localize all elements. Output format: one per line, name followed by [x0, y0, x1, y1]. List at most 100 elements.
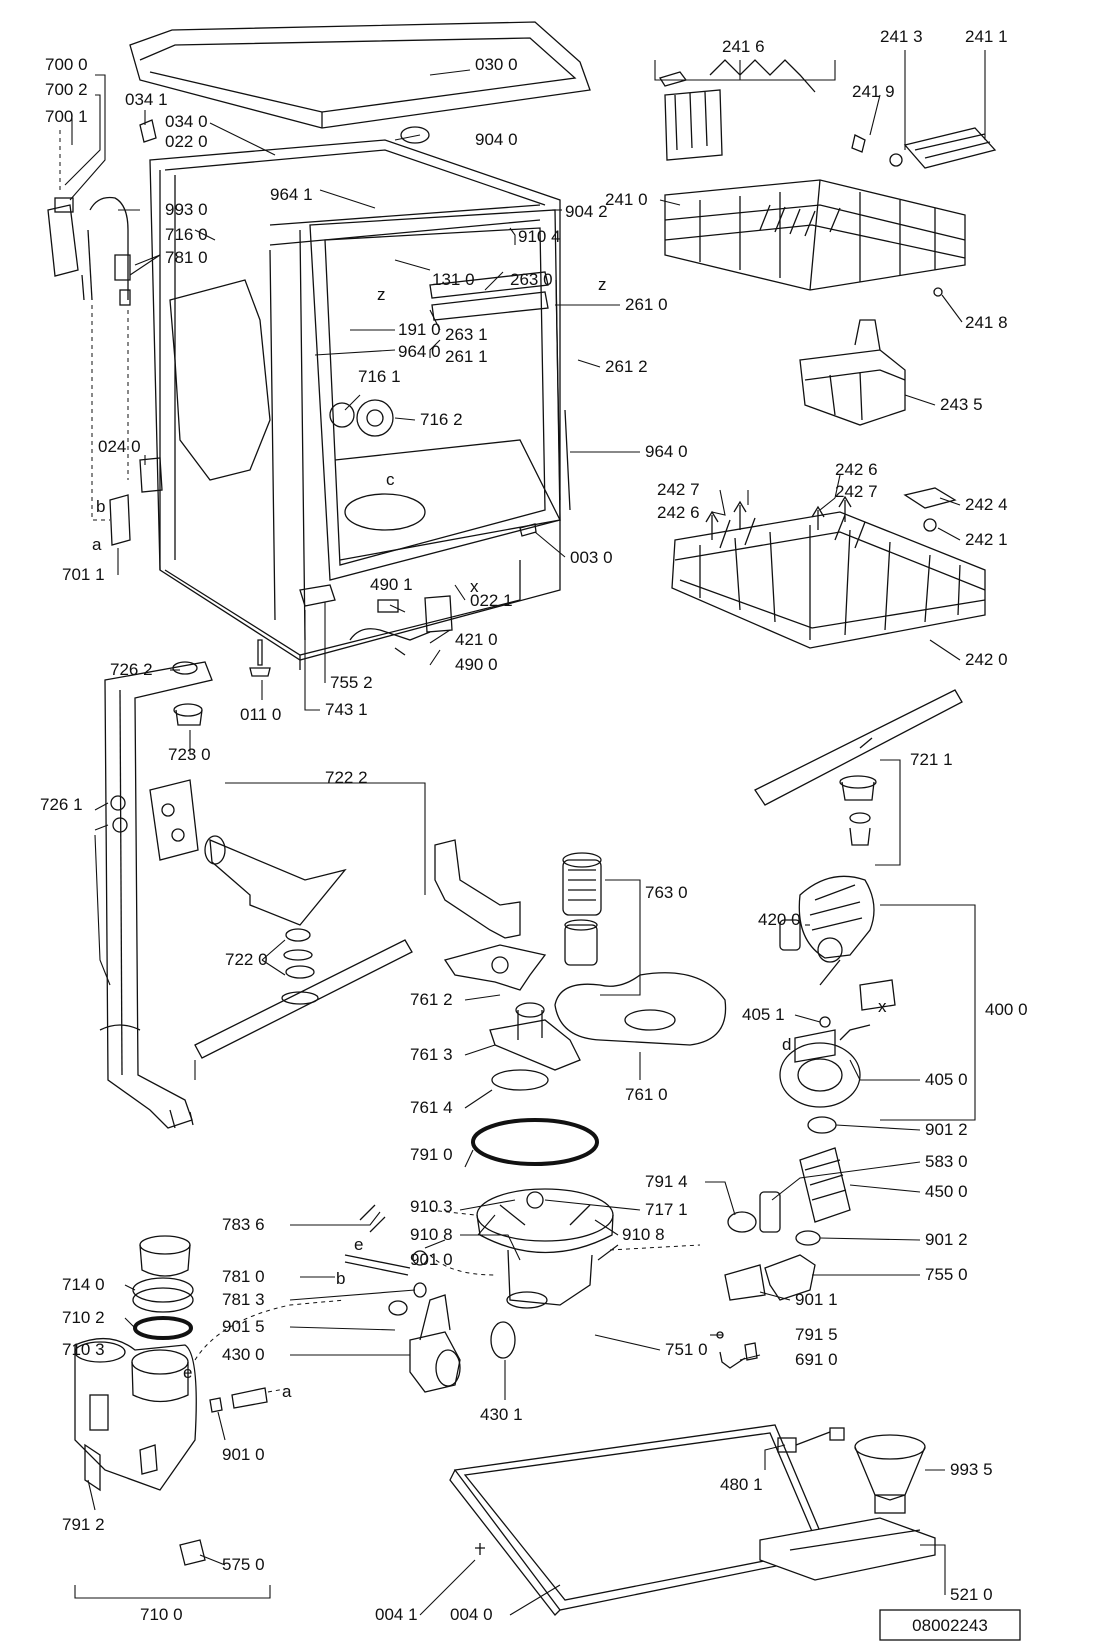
part-label: 755 0 [925, 1265, 968, 1284]
part-label: 030 0 [475, 55, 518, 74]
part-label: 011 0 [240, 705, 281, 724]
drain-pump-430-0 [344, 1204, 496, 1393]
part-label: 421 0 [455, 630, 498, 649]
part-label: 910 8 [410, 1225, 453, 1244]
part-label: 716 1 [358, 367, 401, 386]
part-label: 964 0 [645, 442, 688, 461]
leader-lines [64, 50, 986, 1616]
lower-spray-722-0 [149, 779, 413, 1059]
part-label: 022 1 [470, 591, 513, 610]
part-label: 722 0 [225, 950, 268, 969]
part-label: 034 0 [165, 112, 208, 131]
part-label: 430 0 [222, 1345, 265, 1364]
part-label: 405 0 [925, 1070, 968, 1089]
sump-751-0 [476, 1188, 614, 1359]
part-label: 710 2 [62, 1308, 105, 1327]
part-label: 700 1 [45, 107, 88, 126]
doc-number: 08002243 [912, 1616, 988, 1635]
part-label: 751 0 [665, 1340, 708, 1359]
part-label: 034 1 [125, 90, 168, 109]
part-label: 430 1 [480, 1405, 523, 1424]
part-label: 242 4 [965, 495, 1008, 514]
part-label: 420 0 [758, 910, 801, 929]
part-label: 910 3 [410, 1197, 453, 1216]
part-label: 721 1 [910, 750, 953, 769]
part-label: 781 0 [222, 1267, 265, 1286]
ref-letter: z [377, 285, 386, 304]
part-label: 700 0 [45, 55, 88, 74]
part-label: 241 8 [965, 313, 1008, 332]
ref-letter: b [96, 497, 105, 516]
part-label: 241 9 [852, 82, 895, 101]
part-label: 490 1 [370, 575, 413, 594]
part-label: 791 2 [62, 1515, 105, 1534]
part-label: 910 8 [622, 1225, 665, 1244]
part-label: 480 1 [720, 1475, 763, 1494]
base-plate-004-0 [449, 1424, 936, 1616]
part-label: 022 0 [165, 132, 208, 151]
part-label: 901 2 [925, 1230, 968, 1249]
part-label: 901 1 [795, 1290, 838, 1309]
part-label: 521 0 [950, 1585, 993, 1604]
part-label: 964 0 [398, 342, 441, 361]
ref-letter: x [470, 577, 479, 596]
part-label: 241 3 [880, 27, 923, 46]
part-label: 191 0 [398, 320, 441, 339]
filter-assembly-761-0 [434, 839, 727, 1166]
part-label: 710 3 [62, 1340, 105, 1359]
part-label: 710 0 [140, 1605, 183, 1624]
part-label: 714 0 [62, 1275, 105, 1294]
part-label: 723 0 [168, 745, 211, 764]
part-label: 241 6 [722, 37, 765, 56]
part-label: 261 1 [445, 347, 488, 366]
part-label: 004 1 [375, 1605, 418, 1624]
part-label: 761 4 [410, 1098, 453, 1117]
worktop-030-0 [129, 21, 591, 129]
motor-400-0 [609, 875, 896, 1369]
part-label: 783 6 [222, 1215, 265, 1234]
part-label: 761 3 [410, 1045, 453, 1064]
part-label: 964 1 [270, 185, 313, 204]
part-label: 450 0 [925, 1182, 968, 1201]
reference-letters: z z c x x a b b e e d a [92, 275, 887, 1401]
ref-letter: x [878, 997, 887, 1016]
part-label: 003 0 [570, 548, 613, 567]
part-label: 993 0 [165, 200, 208, 219]
part-label: 242 6 [657, 503, 700, 522]
part-label: 716 2 [420, 410, 463, 429]
part-label: 717 1 [645, 1200, 688, 1219]
part-label: 242 6 [835, 460, 878, 479]
part-label: 761 0 [625, 1085, 668, 1104]
part-labels: 030 0 700 0 700 2 700 1 034 1 034 0 022 … [40, 27, 1028, 1624]
part-label: 583 0 [925, 1152, 968, 1171]
part-label: 242 0 [965, 650, 1008, 669]
part-label: 405 1 [742, 1005, 785, 1024]
part-label: 004 0 [450, 1605, 493, 1624]
part-label: 763 0 [645, 883, 688, 902]
part-label: 241 1 [965, 27, 1008, 46]
part-label: 901 0 [410, 1250, 453, 1269]
part-label: 490 0 [455, 655, 498, 674]
part-label: 243 5 [940, 395, 983, 414]
part-label: 261 2 [605, 357, 648, 376]
part-label: 761 2 [410, 990, 453, 1009]
part-label: 242 1 [965, 530, 1008, 549]
part-label: 400 0 [985, 1000, 1028, 1019]
water-softener-710-0 [74, 1235, 346, 1599]
part-label: 791 0 [410, 1145, 453, 1164]
part-label: 901 5 [222, 1317, 265, 1336]
part-label: 781 3 [222, 1290, 265, 1309]
upper-spray-arm-721-1 [754, 689, 963, 846]
part-label: 743 1 [325, 700, 368, 719]
ref-letter: z [598, 275, 607, 294]
part-label: 910 4 [518, 227, 561, 246]
ref-letter: d [782, 1035, 791, 1054]
ref-letter: c [386, 470, 395, 489]
part-label: 755 2 [330, 673, 373, 692]
part-label: 263 0 [510, 270, 553, 289]
part-label: 242 7 [835, 482, 878, 501]
cabinet-tub [47, 119, 571, 677]
part-label: 263 1 [445, 325, 488, 344]
